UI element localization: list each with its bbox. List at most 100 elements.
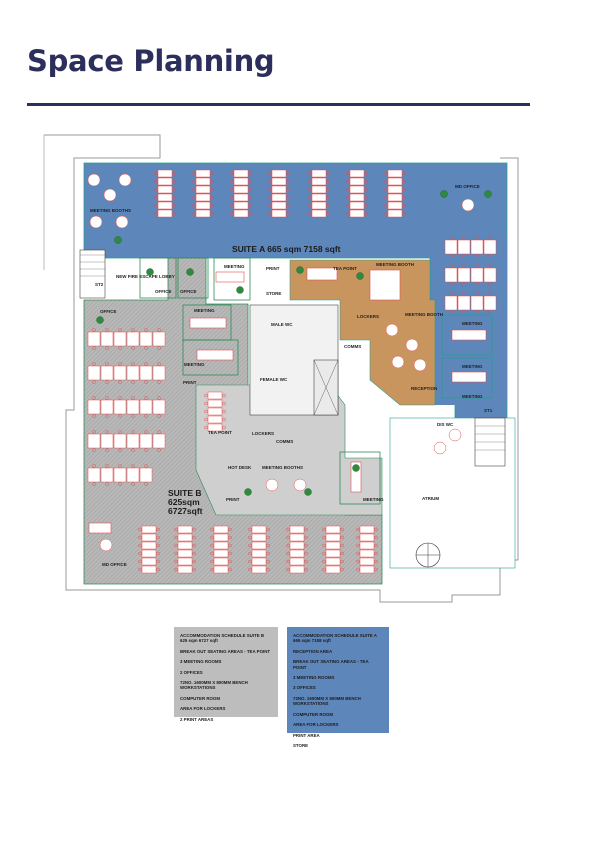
meeting-label: MEETING	[184, 362, 205, 367]
workstation-chair	[384, 211, 388, 216]
workstation-desk	[311, 169, 327, 178]
meeting-room	[441, 357, 493, 399]
meeting-tables	[88, 267, 487, 534]
suite-b-workstations	[87, 328, 378, 574]
workstation-chair	[118, 464, 122, 468]
workstation-desk	[251, 533, 267, 542]
workstation-chair	[172, 171, 176, 176]
workstation-chair	[230, 179, 234, 184]
workstation-chair	[144, 396, 148, 400]
workstation-chair	[192, 527, 196, 532]
workstation-desk	[483, 295, 497, 311]
workstation-chair	[230, 203, 234, 208]
workstation-desk	[233, 177, 249, 186]
workstation-chair	[138, 551, 142, 556]
workstation-chair	[154, 179, 158, 184]
workstation-desk	[311, 193, 327, 202]
workstation-chair	[462, 282, 466, 286]
workstation-chair	[157, 414, 161, 418]
tea-point-label: TEA POINT	[208, 430, 232, 435]
workstation-chair	[92, 328, 96, 332]
workstation-chair	[144, 482, 148, 486]
workstation-chair	[174, 535, 178, 540]
workstation-chair	[356, 543, 360, 548]
schedule-item: 3 OFFICES	[293, 685, 316, 691]
workstation-chair	[92, 414, 96, 418]
workstation-chair	[144, 346, 148, 350]
workstation-desk	[271, 193, 287, 202]
workstation-chair	[286, 551, 290, 556]
workstation-chair	[204, 393, 208, 398]
workstation-chair	[286, 527, 290, 532]
workstation-chair	[156, 551, 160, 556]
plants	[96, 190, 492, 496]
workstation-chair	[326, 211, 330, 216]
workstation-chair	[92, 346, 96, 350]
workstation-chair	[105, 448, 109, 452]
workstation-chair	[131, 328, 135, 332]
workstation-chair	[154, 203, 158, 208]
workstation-desk	[157, 169, 173, 178]
workstation-chair	[402, 179, 406, 184]
workstation-desk	[271, 209, 287, 218]
workstation-chair	[364, 187, 368, 192]
workstation-chair	[118, 362, 122, 366]
female-wc-label: FEMALE WC	[260, 377, 288, 382]
workstation-chair	[228, 551, 232, 556]
workstation-chair	[204, 409, 208, 414]
workstation-desk	[251, 541, 267, 550]
workstation-desk	[157, 201, 173, 210]
workstation-chair	[322, 527, 326, 532]
workstation-chair	[118, 448, 122, 452]
title-divider	[27, 103, 530, 106]
workstation-chair	[449, 282, 453, 286]
schedule-item: STORE	[293, 743, 309, 749]
workstation-chair	[174, 543, 178, 548]
workstation-chair	[105, 380, 109, 384]
workstation-desk	[152, 365, 166, 381]
workstation-chair	[449, 292, 453, 296]
workstation-chair	[192, 211, 196, 216]
workstation-chair	[228, 527, 232, 532]
workstation-desk	[100, 399, 114, 415]
schedule-item: COMPUTER ROOM	[293, 711, 334, 717]
workstation-chair	[248, 187, 252, 192]
workstation-desk	[349, 169, 365, 178]
round-table	[115, 215, 129, 229]
schedule-item: PRINT AREA	[293, 732, 320, 738]
workstation-chair	[286, 211, 290, 216]
workstation-chair	[248, 171, 252, 176]
workstation-chair	[266, 543, 270, 548]
workstation-desk	[113, 331, 127, 347]
workstation-chair	[462, 292, 466, 296]
round-table	[391, 355, 405, 369]
workstation-desk	[325, 557, 341, 566]
workstation-desk	[251, 549, 267, 558]
workstation-chair	[374, 535, 378, 540]
meeting-table	[215, 271, 245, 283]
plant	[244, 488, 252, 496]
round-table	[118, 173, 132, 187]
stair-st2-label: ST2	[95, 282, 104, 287]
workstation-chair	[475, 236, 479, 240]
workstation-desk	[113, 399, 127, 415]
workstation-desk	[195, 177, 211, 186]
meeting-room	[339, 451, 381, 505]
workstation-desk	[207, 415, 223, 424]
workstation-desk	[325, 541, 341, 550]
workstation-chair	[304, 535, 308, 540]
workstation-chair	[304, 543, 308, 548]
workstation-desk	[387, 209, 403, 218]
workstation-desk	[311, 177, 327, 186]
workstation-chair	[286, 559, 290, 564]
meeting-table	[306, 267, 338, 281]
workstation-chair	[157, 380, 161, 384]
round-table	[293, 478, 307, 492]
workstation-desk	[325, 549, 341, 558]
workstation-chair	[266, 559, 270, 564]
workstation-chair	[449, 264, 453, 268]
workstation-chair	[154, 171, 158, 176]
workstation-chair	[322, 567, 326, 572]
workstation-chair	[230, 171, 234, 176]
workstation-chair	[384, 187, 388, 192]
